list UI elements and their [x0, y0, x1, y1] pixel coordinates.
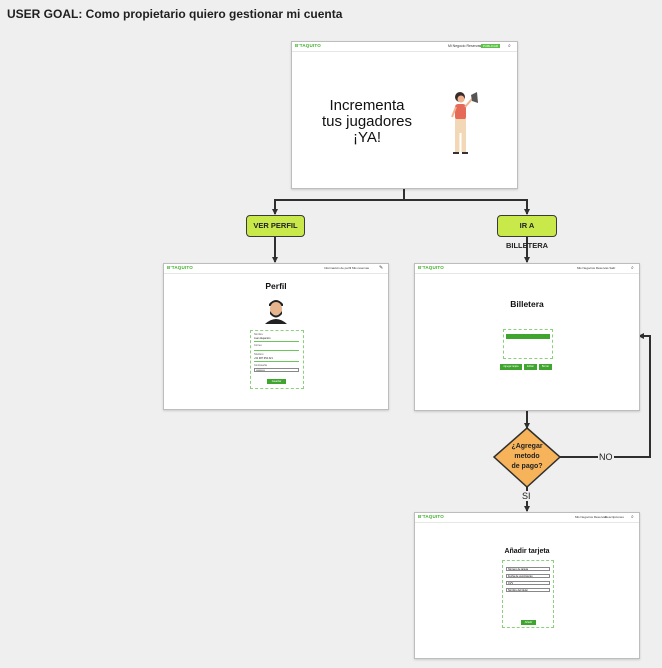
card-holder-field[interactable]: Nombre del titular — [506, 588, 550, 592]
connector-home-to-wallet — [404, 199, 530, 215]
decision-label-line2: metodo — [514, 453, 540, 460]
profile-name-underline — [254, 341, 299, 342]
card-nav-links[interactable]: Mis Negocios Reservas — [575, 514, 607, 519]
profile-email-label: Correo — [254, 344, 262, 347]
si-label: SI — [522, 491, 531, 501]
card-expiry-select[interactable]: Fecha de vencimiento — [506, 574, 550, 578]
home-topbar: B'TAQUITO Mi Negocio Reservas Salir PUBL… — [292, 42, 517, 52]
profile-password-field[interactable]: •••••••••• — [254, 368, 299, 372]
profile-email-field[interactable] — [254, 350, 299, 351]
wallet-add-card-button[interactable]: Agregar tarjeta — [500, 364, 522, 370]
home-screen: B'TAQUITO Mi Negocio Reservas Salir PUBL… — [291, 41, 518, 189]
hero-line-2: tus jugadores — [321, 113, 413, 130]
profile-save-button[interactable]: Guardar — [267, 379, 286, 384]
decision-diamond — [492, 427, 562, 489]
card-add-button[interactable]: Añadir — [521, 620, 536, 625]
hero-line-3: ¡YA! — [352, 129, 382, 146]
ver-perfil-action: VER PERFIL — [246, 215, 305, 237]
no-label: NO — [598, 452, 614, 462]
hero-line-1: Incrementa — [329, 97, 405, 114]
ir-billetera-action: IR A BILLETERA — [497, 215, 557, 250]
brand-logo: B'TAQUITO — [418, 514, 444, 519]
profile-phone-field[interactable]: +51 987 654 321 — [254, 357, 273, 360]
profile-phone-label: Teléfono — [254, 353, 264, 356]
search-icon[interactable]: ⌕ — [631, 513, 634, 520]
wallet-nav-links[interactable]: Mis Negocios Reservas Salir — [577, 265, 616, 270]
wallet-topbar: B'TAQUITO Mis Negocios Reservas Salir ⌕ — [415, 264, 639, 274]
add-card-screen: B'TAQUITO Mis Negocios Reservas Descripc… — [414, 512, 640, 659]
profile-title: Perfil — [265, 281, 287, 291]
profile-form: Nombre Juan Alejandro Correo Teléfono +5… — [250, 330, 304, 389]
search-icon[interactable]: ⌕ — [631, 264, 634, 271]
home-publish-button[interactable]: PUBLICAR — [481, 43, 501, 48]
wallet-card-box — [503, 329, 553, 359]
avatar — [265, 300, 287, 324]
profile-topbar: B'TAQUITO Información de perfil Mis rese… — [164, 264, 388, 274]
wallet-screen: B'TAQUITO Mis Negocios Reservas Salir ⌕ … — [414, 263, 640, 411]
hero-title: Incrementa tus jugadores ¡YA! — [312, 98, 422, 146]
card-cvv-select[interactable]: CVV — [506, 581, 550, 585]
profile-password-label: Contraseña — [254, 364, 267, 367]
wallet-title: Billetera — [510, 299, 544, 309]
card-topbar: B'TAQUITO Mis Negocios Reservas Descripc… — [415, 513, 639, 523]
page-title: USER GOAL: Como propietario quiero gesti… — [7, 7, 343, 21]
wallet-delete-button[interactable]: Borrar — [539, 364, 552, 370]
brand-logo: B'TAQUITO — [295, 43, 321, 48]
wallet-edit-button[interactable]: Editar — [524, 364, 537, 370]
card-form: Número de tarjeta Fecha de vencimiento C… — [502, 560, 554, 628]
profile-name-label: Nombre — [254, 333, 263, 336]
decision-label-line1: ¿Agregar — [511, 443, 543, 450]
profile-nav-links[interactable]: Información de perfil Mis reservas — [324, 265, 370, 270]
home-nav-links[interactable]: Mi Negocio Reservas Salir — [448, 43, 490, 48]
card-number-field[interactable]: Número de tarjeta — [506, 567, 550, 571]
decision-label-line3: de pago? — [511, 463, 543, 470]
profile-screen: B'TAQUITO Información de perfil Mis rese… — [163, 263, 389, 410]
search-icon[interactable]: ⌕ — [508, 42, 511, 49]
wallet-card-bar — [506, 334, 550, 339]
brand-logo: B'TAQUITO — [418, 265, 444, 270]
profile-name-field[interactable]: Juan Alejandro — [254, 337, 271, 340]
megaphone-woman-illustration — [451, 92, 478, 154]
edit-icon[interactable]: ✎ — [379, 264, 384, 271]
connector-home-split — [272, 188, 405, 215]
brand-logo: B'TAQUITO — [167, 265, 193, 270]
card-title: Añadir tarjeta — [504, 548, 550, 555]
profile-phone-underline — [254, 361, 299, 362]
card-nav-descriptions[interactable]: Descripciones — [605, 514, 624, 519]
